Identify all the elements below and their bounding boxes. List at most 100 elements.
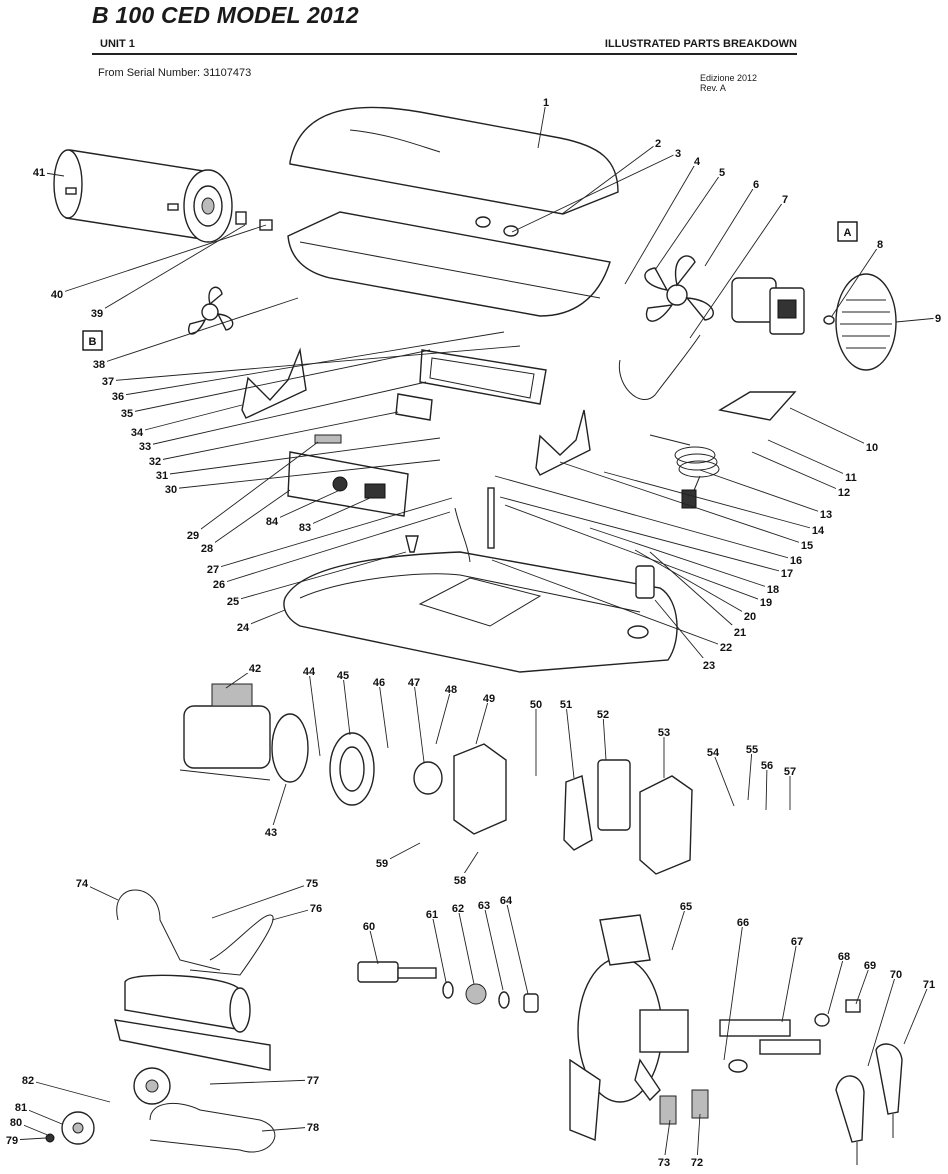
leader-line [505,899,529,995]
lower-shell [287,211,611,317]
part-label-bg [888,967,904,979]
part-number-label: 77 [307,1075,319,1087]
part-number-label: 74 [76,878,89,890]
leader-line [126,349,431,414]
support-bracket-right [535,409,591,476]
part-number-label: 27 [207,564,219,576]
leader-line [27,1079,111,1103]
part-number-label: 81 [15,1102,27,1114]
part-number-label: 55 [746,744,758,756]
part-labels: 1234567891011121314151617181920212223242… [4,95,943,1169]
assembled-heater [114,974,271,1071]
edition-year: Edizione 2012 [700,73,758,83]
leader-line [712,751,735,807]
part-label-bg [717,165,727,177]
part-label-bg [211,577,227,589]
part-label-bg [875,237,885,249]
part-number-label: 61 [426,909,438,921]
part-number-label: 83 [299,522,311,534]
part-number-label: 60 [363,921,375,933]
part-label-bg [264,514,280,526]
part-label-bg [225,594,241,606]
leader-line [271,489,341,522]
part-number-label: 4 [694,156,701,168]
part-number-label: 76 [310,903,322,915]
part-label-bg [705,745,721,757]
part-label-bg [49,287,65,299]
part-number-label: 80 [10,1117,22,1129]
pump-end-cover [639,775,693,875]
part-number-label: 25 [227,596,239,608]
part-label-bg [476,898,492,910]
part-number-label: 57 [784,766,796,778]
part-number-label: 1 [543,97,549,109]
part-number-label: 48 [445,684,457,696]
part-label-bg [656,1155,672,1167]
part-number-label: 20 [744,611,756,623]
leader-line [751,451,845,493]
part-label-bg [836,949,852,961]
leader-line [170,459,441,490]
fan-grille [835,273,897,371]
part-label-bg [653,136,663,148]
part-number-label: 33 [139,441,151,453]
leader-line [765,764,768,811]
burner-head [569,914,689,1142]
leader-line [723,921,744,1061]
leader-line [654,599,710,666]
part-label-bg [74,876,90,888]
part-number-label: 73 [658,1157,670,1169]
part-label-bg [742,609,758,621]
part-label-bg [263,825,279,837]
leader-line [624,160,698,285]
leader-line [212,497,453,570]
motor-assembly-a [731,277,805,335]
leader-line [689,198,786,339]
part-label-bg [481,691,497,703]
page-title: B 100 CED MODEL 2012 [92,2,359,28]
leader-line [634,549,751,617]
leader-line [767,439,852,478]
part-label-bg [308,901,324,913]
ignition-leads [835,1043,903,1165]
leader-line [96,224,246,314]
part-label-bg [735,915,751,927]
part-number-label: 17 [781,568,793,580]
part-number-label: 29 [187,530,199,542]
leader-line [671,905,687,951]
part-label-bg [701,658,717,670]
part-label-bg [20,1073,36,1085]
part-number-label: 66 [737,917,749,929]
leader-line [649,551,741,633]
leader-line [98,297,299,365]
leader-line [559,461,808,546]
pump-motor [179,683,309,783]
part-label-bg [782,764,798,776]
part-label-bg [4,1133,20,1145]
part-label-bg [732,625,748,637]
part-label-bg [541,95,551,107]
part-number-label: 42 [249,663,261,675]
leader-line [704,183,757,267]
bracket [718,391,797,421]
drawing [45,106,903,1165]
leader-line [161,437,441,476]
leader-line [696,1113,701,1163]
callout-b-text: B [89,336,97,348]
part-number-label: 52 [597,709,609,721]
part-number-label: 40 [51,289,63,301]
part-label-bg [100,374,116,386]
leader-line [308,670,321,757]
part-label-bg [836,485,852,497]
part-label-bg [185,528,201,540]
part-label-bg [235,620,251,632]
part-number-label: 14 [812,525,825,537]
part-label-bg [361,919,377,931]
part-label-bg [759,758,775,770]
edition-info: Edizione 2012 Rev. A [700,73,757,93]
leader-line [211,882,313,919]
leader-line [206,489,291,549]
support-bracket-left [241,347,307,419]
leader-line [475,697,490,745]
